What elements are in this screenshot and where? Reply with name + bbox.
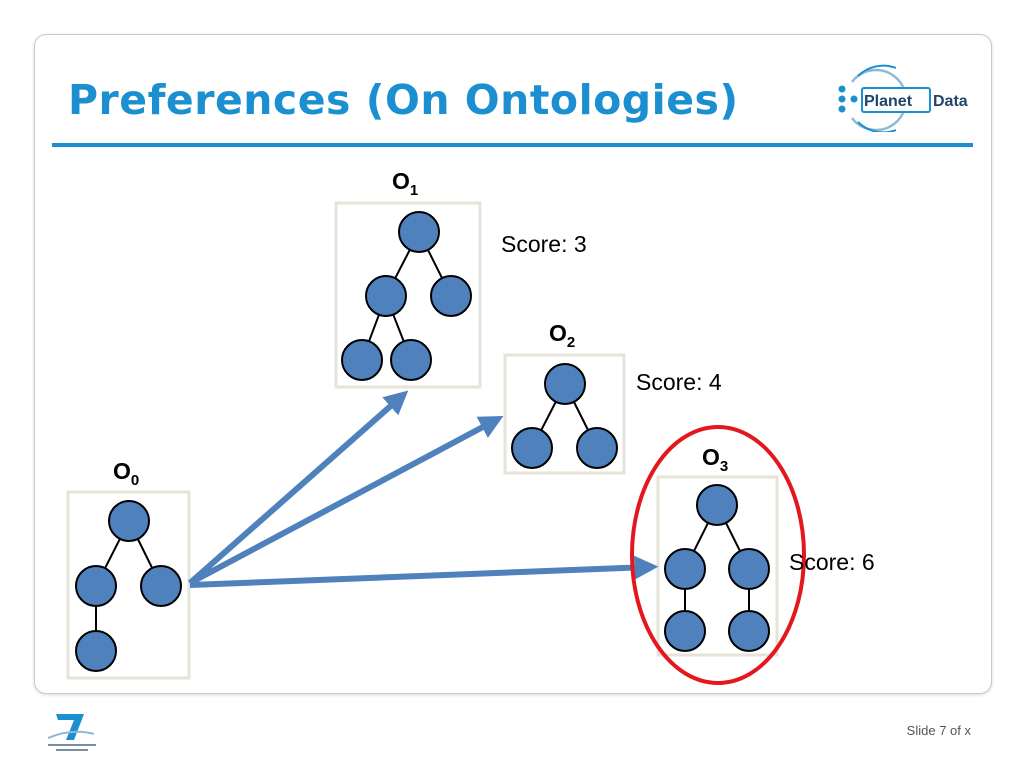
ontology-label-o3: O3	[702, 444, 729, 475]
logo-word-planet: Planet	[864, 93, 913, 110]
arrow-o0-to-o2	[188, 416, 504, 586]
tree-node	[398, 211, 440, 253]
logo-word-data: Data	[933, 93, 968, 110]
tree-node	[140, 565, 182, 607]
tree-node	[576, 427, 618, 469]
tree-node	[75, 565, 117, 607]
score-o2: Score: 4	[636, 369, 722, 395]
logo-dot	[850, 95, 858, 103]
title-divider	[52, 143, 973, 147]
tree-node	[430, 275, 472, 317]
planetdata-logo: Planet Data	[838, 64, 968, 132]
arrow-o0-to-o1	[188, 390, 409, 586]
fp7-swoosh	[47, 730, 95, 739]
fp7-caption-line	[48, 744, 96, 746]
slide-title: Preferences (On Ontologies)	[68, 76, 739, 124]
logo-dot	[838, 105, 846, 113]
tree-node	[728, 548, 770, 590]
tree-node	[108, 500, 150, 542]
fp7-seven-shape	[56, 714, 84, 740]
logo-ring	[857, 64, 897, 77]
ontology-label-o1: O1	[392, 168, 419, 199]
fp7-logo	[47, 714, 96, 751]
ontology-label-o2: O2	[549, 320, 576, 351]
tree-node	[696, 484, 738, 526]
slide-number: Slide 7 of x	[906, 723, 971, 738]
tree-node	[75, 630, 117, 672]
score-o1: Score: 3	[501, 231, 587, 257]
ontology-o2-tree	[503, 353, 626, 475]
tree-node	[664, 610, 706, 652]
ontology-o0-tree	[66, 490, 191, 680]
ontology-o1-tree	[334, 201, 482, 389]
ontology-o3-tree	[656, 475, 779, 657]
score-o3: Score: 6	[789, 549, 875, 575]
ontology-label-o0: O0	[113, 458, 140, 489]
tree-node	[544, 363, 586, 405]
highlight-ellipse-o3	[630, 425, 806, 685]
fp7-caption-line	[56, 749, 88, 751]
tree-node	[664, 548, 706, 590]
logo-ring	[857, 121, 897, 132]
logo-dot	[838, 85, 846, 93]
tree-node	[365, 275, 407, 317]
tree-node	[511, 427, 553, 469]
tree-node	[341, 339, 383, 381]
logo-dot	[838, 95, 846, 103]
arrow-o0-to-o3	[189, 555, 659, 588]
tree-node	[728, 610, 770, 652]
logo-box	[861, 87, 931, 113]
tree-node	[390, 339, 432, 381]
